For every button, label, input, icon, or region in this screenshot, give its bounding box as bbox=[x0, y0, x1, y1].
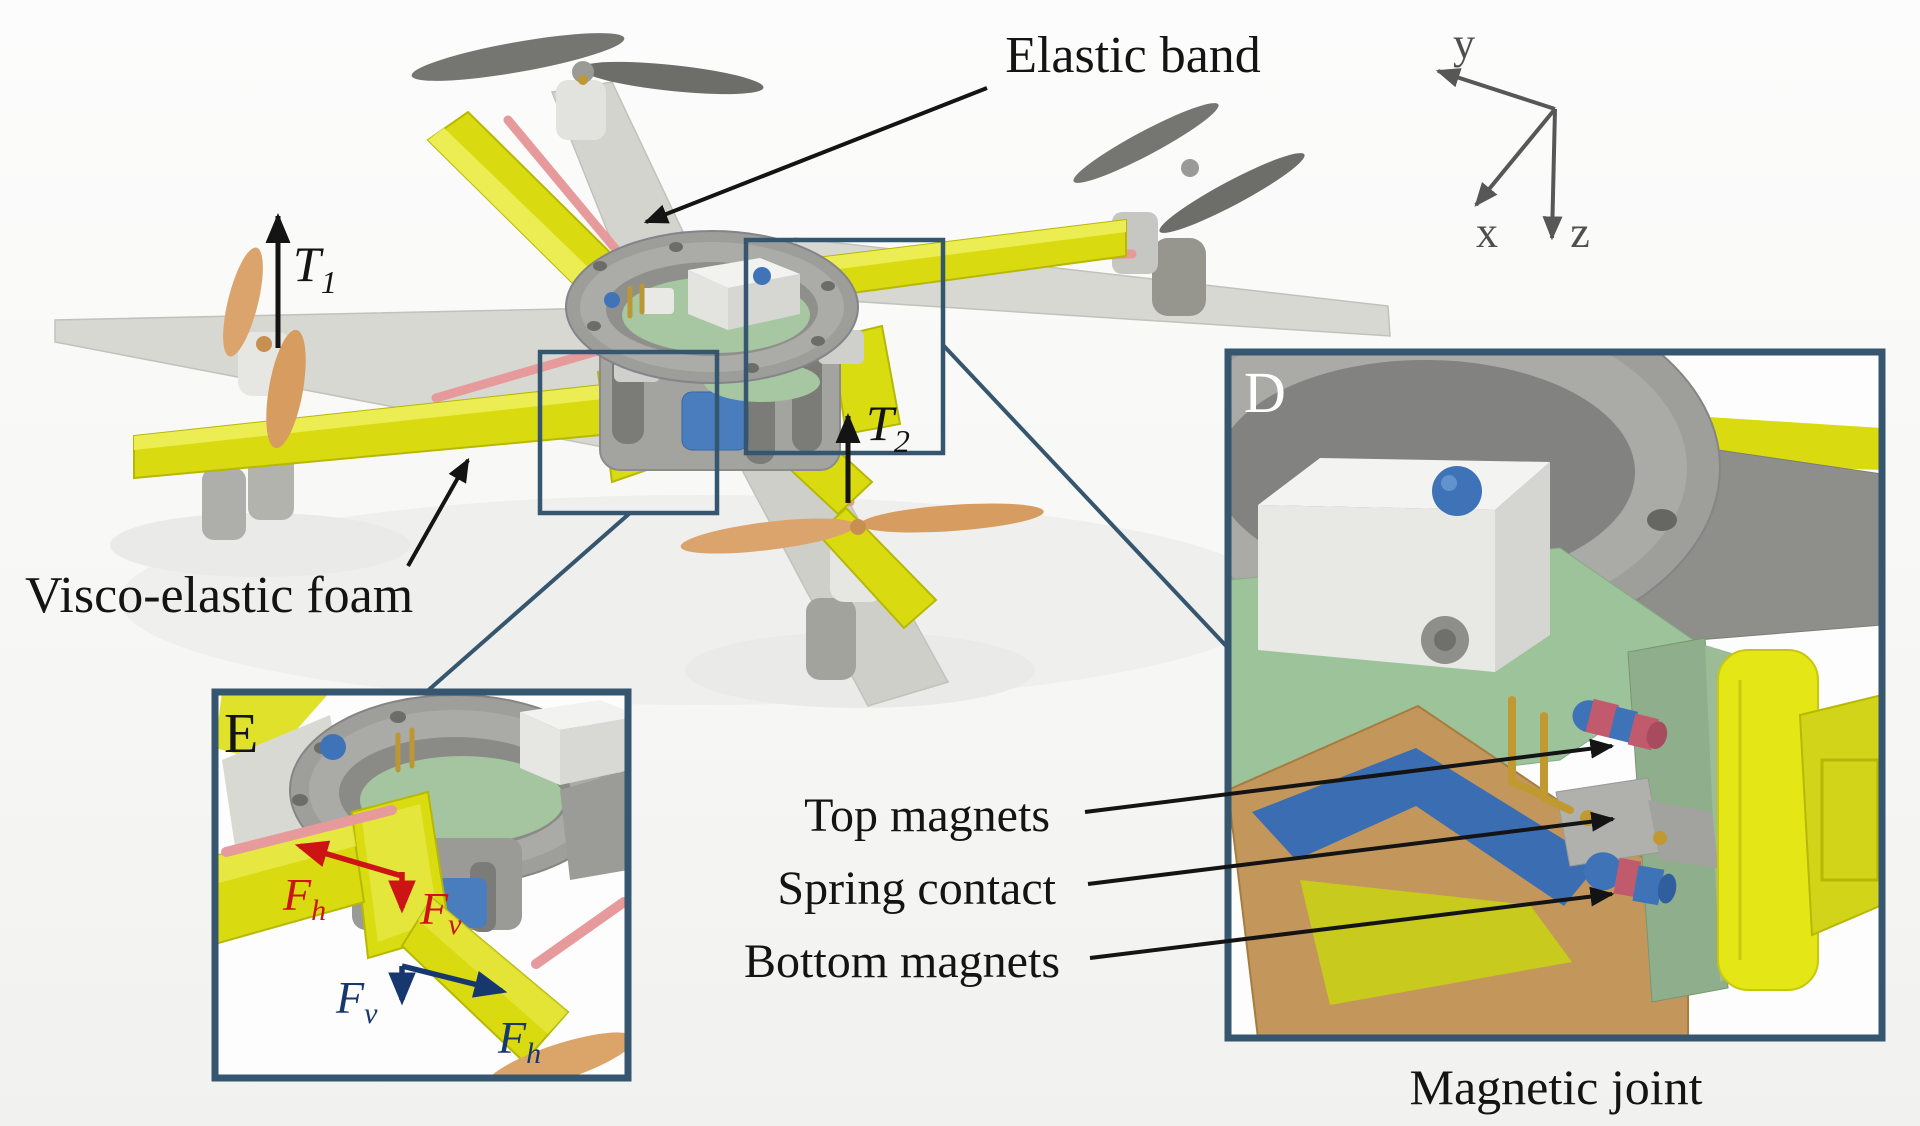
inset-e: Fh Fv Fv Fh E bbox=[211, 688, 632, 1082]
axis-x-arrow bbox=[1474, 107, 1557, 207]
inset-e-render bbox=[215, 692, 628, 1078]
force-label-fh-blue: Fh bbox=[497, 1012, 541, 1070]
arrow-visco-elastic-foam bbox=[406, 457, 470, 567]
inset-e-elastic-band bbox=[531, 897, 628, 969]
label-top-magnets: Top magnets bbox=[804, 789, 1050, 842]
callout-boxes bbox=[422, 237, 1230, 696]
inset-d-letter: D bbox=[1244, 360, 1286, 425]
arrow-elastic-band bbox=[643, 86, 988, 224]
inset-d-foam-arm bbox=[1798, 693, 1882, 937]
text-labels: Elastic band Visco-elastic foam Top magn… bbox=[25, 27, 1703, 1115]
inset-e-gold-pins bbox=[395, 727, 415, 773]
inset-d: D bbox=[1224, 348, 1886, 1042]
leg-left-tip bbox=[202, 468, 246, 540]
inset-d-spring-contacts bbox=[1508, 696, 1574, 814]
force-arrow-fh-red bbox=[294, 840, 403, 879]
callout-line-e bbox=[422, 511, 632, 696]
arrow-spring-contact bbox=[1087, 811, 1616, 886]
inset-d-border bbox=[1224, 348, 1886, 1042]
inset-e-blue-ball bbox=[320, 734, 346, 760]
label-bottom-magnets: Bottom magnets bbox=[744, 935, 1060, 988]
label-thrust-t1: T1 bbox=[293, 236, 337, 300]
propeller-front-left bbox=[223, 247, 306, 449]
callout-line-d bbox=[941, 343, 1230, 650]
inset-e-elastic-band bbox=[221, 805, 397, 857]
force-label-fv-red: Fv bbox=[419, 883, 462, 941]
force-label-fh-red: Fh bbox=[282, 869, 326, 927]
label-elastic-band: Elastic band bbox=[1005, 27, 1261, 84]
propellers bbox=[223, 33, 1305, 554]
label-thrust-t2: T2 bbox=[866, 395, 910, 459]
propeller-rear-right bbox=[1073, 103, 1305, 233]
arrow-top-magnets bbox=[1084, 738, 1615, 814]
force-label-fv-blue: Fv bbox=[335, 972, 378, 1030]
axis-z-arrow bbox=[1542, 108, 1563, 241]
hub-blue-ball bbox=[753, 267, 771, 285]
inset-d-render bbox=[1228, 352, 1882, 1038]
inset-d-blue-ball bbox=[1432, 466, 1482, 516]
motor-rear-left bbox=[556, 80, 606, 140]
propeller-rear-left bbox=[411, 33, 764, 95]
label-visco-elastic-foam: Visco-elastic foam bbox=[25, 567, 413, 624]
label-spring-contact: Spring contact bbox=[777, 862, 1056, 915]
force-arrow-fh-blue bbox=[401, 963, 508, 998]
label-magnetic-joint: Magnetic joint bbox=[1410, 1059, 1703, 1115]
propeller-front-right bbox=[680, 503, 1044, 554]
axis-x-label: x bbox=[1476, 208, 1498, 257]
inset-d-blue-channel bbox=[1252, 748, 1600, 906]
force-vectors bbox=[294, 840, 508, 1006]
inset-e-white-box bbox=[560, 718, 628, 785]
inset-d-bottom-magnets bbox=[1584, 852, 1677, 906]
inset-d-foam-right bbox=[1717, 649, 1819, 991]
inset-d-foam-interior bbox=[1300, 880, 1572, 1005]
axis-y-arrow bbox=[1435, 68, 1556, 111]
leg-rear-right bbox=[1152, 238, 1206, 316]
leg-front-right bbox=[806, 598, 856, 680]
axis-z-label: z bbox=[1570, 208, 1590, 257]
hub-bolt-holes bbox=[587, 242, 835, 373]
hub-gold-pins bbox=[627, 283, 645, 319]
arrow-bottom-magnets bbox=[1089, 886, 1615, 960]
inset-d-top-magnets bbox=[1572, 698, 1668, 751]
annotation-arrows bbox=[265, 86, 1616, 960]
axis-y-label: y bbox=[1453, 19, 1475, 68]
axis-triad: y x z bbox=[1435, 19, 1590, 257]
inset-e-border bbox=[211, 688, 632, 1082]
inset-d-white-box bbox=[1495, 462, 1550, 672]
inset-e-letter: E bbox=[224, 703, 258, 765]
